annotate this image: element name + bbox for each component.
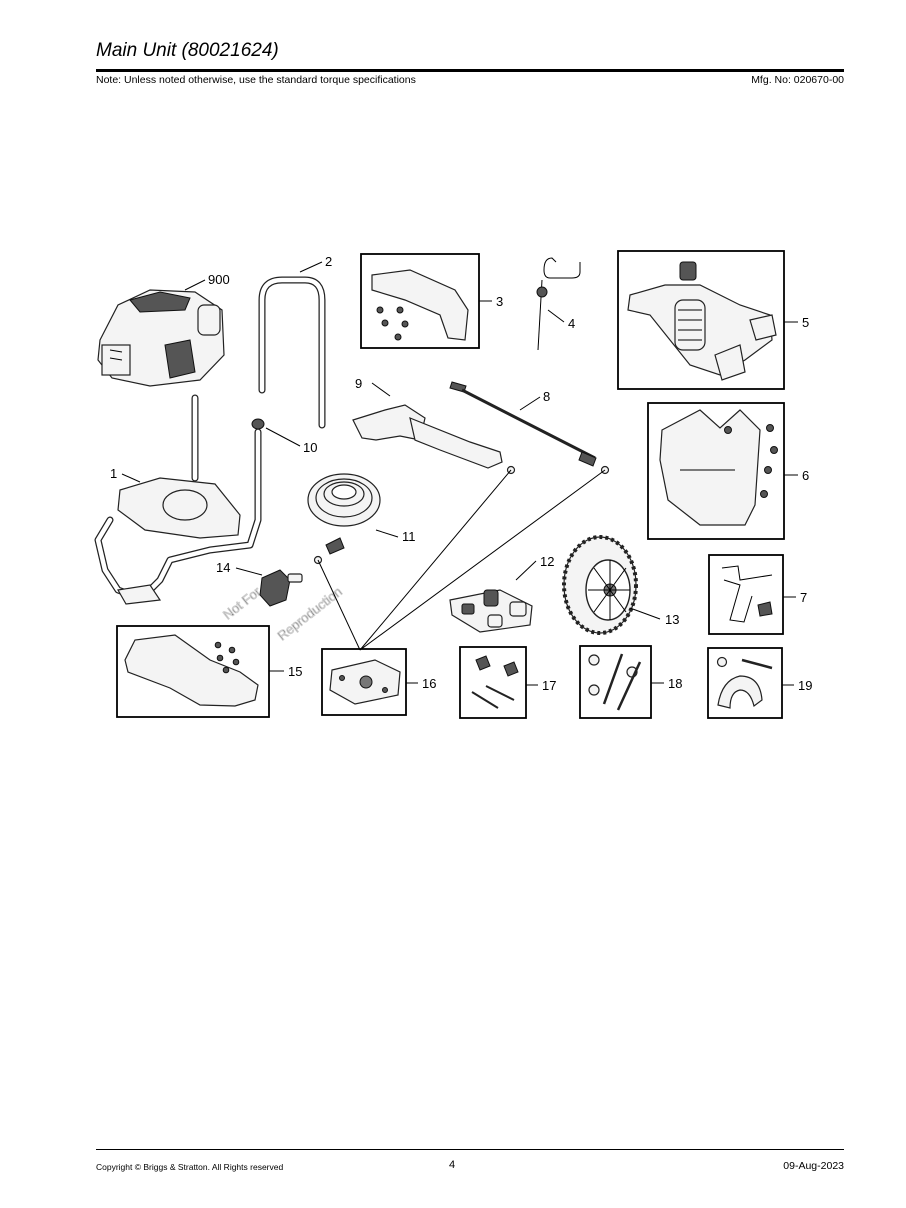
bracket-part-3 xyxy=(371,269,469,341)
couplers-part-12 xyxy=(449,589,533,633)
box-part-19 xyxy=(707,647,783,719)
callout-6: 6 xyxy=(802,468,809,483)
box-part-5 xyxy=(617,250,785,390)
wheel-part-13 xyxy=(562,535,638,635)
box-part-16 xyxy=(321,648,407,716)
callout-8: 8 xyxy=(543,389,550,404)
callout-9: 9 xyxy=(355,376,362,391)
callout-5: 5 xyxy=(802,315,809,330)
box-part-7 xyxy=(708,554,784,635)
callout-11: 11 xyxy=(402,529,416,544)
callout-16: 16 xyxy=(422,676,436,691)
callout-14: 14 xyxy=(216,560,230,575)
lance-part-8 xyxy=(449,381,610,475)
callout-15: 15 xyxy=(288,664,302,679)
copyright-text: Copyright © Briggs & Stratton. All Right… xyxy=(96,1162,284,1172)
cap-part-10 xyxy=(251,418,265,430)
callout-18: 18 xyxy=(668,676,682,691)
callout-3: 3 xyxy=(496,294,503,309)
callout-1: 1 xyxy=(110,466,117,481)
callout-4: 4 xyxy=(568,316,575,331)
handle-part-2 xyxy=(258,276,326,429)
frame-part-1 xyxy=(94,394,262,605)
knob-part-17 xyxy=(471,655,519,709)
cable-part-4 xyxy=(536,257,581,351)
spray-gun-part-9 xyxy=(352,404,516,475)
box-part-6 xyxy=(647,402,785,540)
pump-part-5 xyxy=(627,261,777,381)
header-rule xyxy=(96,69,844,72)
box-part-17 xyxy=(459,646,527,719)
clip-part-7 xyxy=(721,565,773,623)
callout-7: 7 xyxy=(800,590,807,605)
callout-10: 10 xyxy=(303,440,317,455)
nozzle-part-14 xyxy=(259,569,303,607)
page-title: Main Unit (80021624) xyxy=(96,40,279,61)
torque-note: Note: Unless noted otherwise, use the st… xyxy=(96,74,416,86)
foot-part-19 xyxy=(716,656,773,709)
box-part-18 xyxy=(579,645,652,719)
print-date: 09-Aug-2023 xyxy=(783,1160,844,1172)
watermark-line1: Not For xyxy=(220,583,264,622)
cover-part-15 xyxy=(124,634,259,707)
engine-part-900 xyxy=(97,289,225,387)
footer-rule xyxy=(96,1149,844,1150)
callout-13: 13 xyxy=(665,612,679,627)
mfg-number: Mfg. No: 020670-00 xyxy=(751,74,844,86)
callout-12: 12 xyxy=(540,554,554,569)
panel-part-6 xyxy=(659,409,778,526)
watermark: Not For Reproduction xyxy=(220,583,346,644)
page-number: 4 xyxy=(449,1159,456,1171)
gasket-part-16 xyxy=(329,659,401,705)
callout-19: 19 xyxy=(798,678,812,693)
callout-2: 2 xyxy=(325,254,332,269)
callout-900: 900 xyxy=(208,272,230,287)
bolts-part-18 xyxy=(588,653,642,711)
hose-part-11 xyxy=(307,473,381,565)
callout-17: 17 xyxy=(542,678,556,693)
